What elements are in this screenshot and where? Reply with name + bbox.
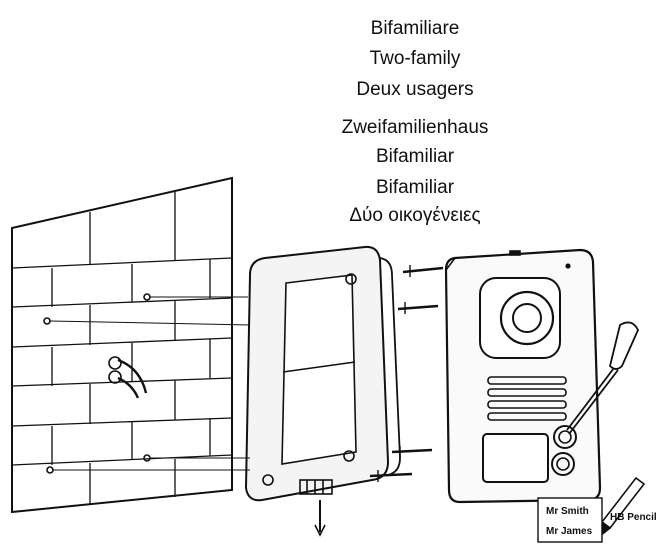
- title-english: Two-family: [369, 48, 461, 69]
- pencil-label: HB Pencil: [610, 512, 657, 523]
- rain-hood: [244, 245, 401, 537]
- title-spanish: Bifamiliar: [375, 146, 455, 167]
- alignment-lines: [49, 296, 251, 471]
- title-portuguese: Bifamiliar: [375, 177, 455, 198]
- name-card-line1: Mr Smith: [546, 506, 589, 517]
- screwdriver-icon: [566, 321, 639, 435]
- title-greek: Δύο οικογένειες: [349, 205, 481, 226]
- outdoor-station-panel: [444, 248, 602, 504]
- name-card: Mr Smith Mr James: [537, 497, 603, 543]
- name-card-line2: Mr James: [546, 526, 593, 537]
- title-italian: Bifamiliare: [370, 18, 460, 39]
- title-german: Zweifamilienhaus: [341, 117, 489, 138]
- brick-wall: [11, 176, 233, 514]
- title-french: Deux usagers: [356, 79, 474, 100]
- pencil-icon: [598, 476, 646, 538]
